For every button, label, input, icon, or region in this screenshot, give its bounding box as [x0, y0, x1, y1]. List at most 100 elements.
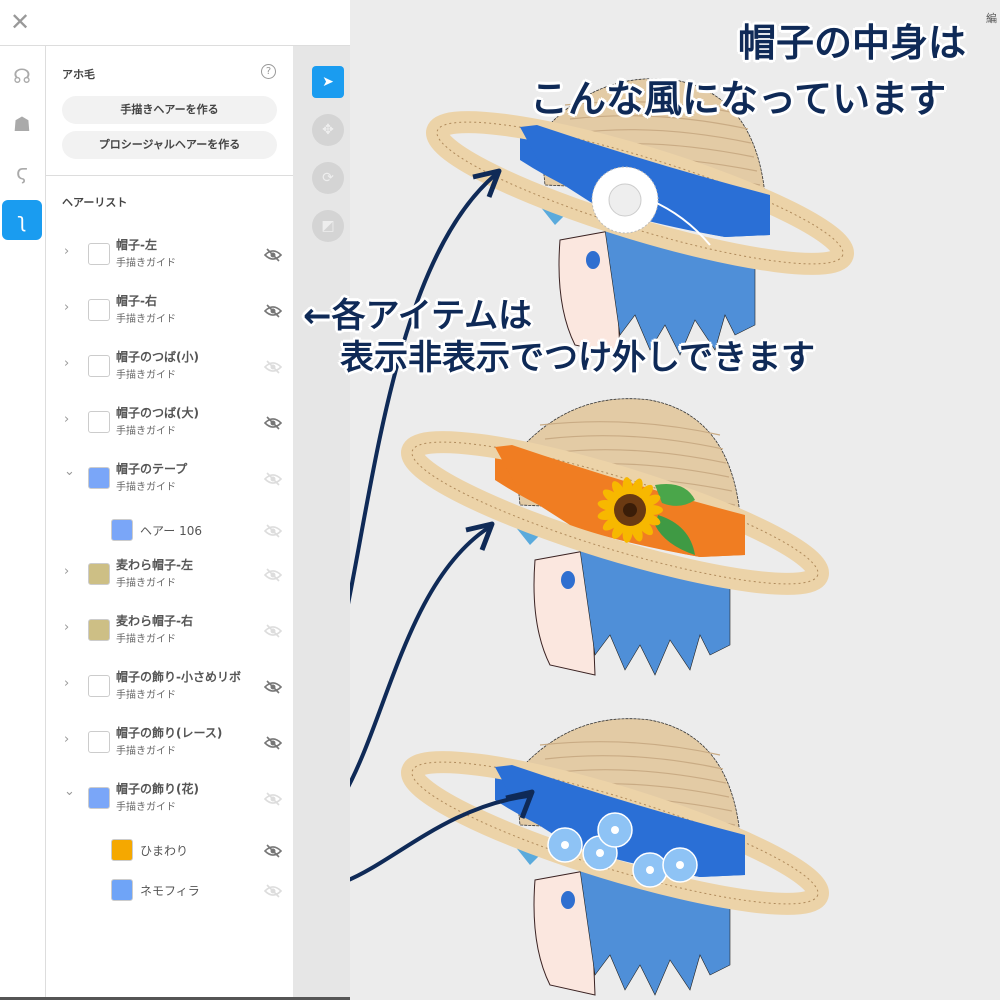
- hair-list-item[interactable]: ネモフィラ: [46, 870, 293, 910]
- rotate-icon[interactable]: ⟳: [312, 162, 344, 194]
- item-name: 麦わら帽子-左: [116, 558, 193, 572]
- visibility-toggle-icon[interactable]: [263, 523, 283, 538]
- color-swatch[interactable]: [111, 519, 133, 541]
- color-swatch[interactable]: [88, 619, 110, 641]
- hair-list-item[interactable]: ›帽子の飾り-小さめリボ手描きガイド: [46, 662, 293, 718]
- color-swatch[interactable]: [88, 411, 110, 433]
- hair-list-item[interactable]: ›帽子のつば(大)手描きガイド: [46, 398, 293, 454]
- item-name: 帽子の飾り(レース): [116, 726, 223, 740]
- chevron-down-icon[interactable]: ⌄: [64, 784, 75, 799]
- create-handdrawn-hair-button[interactable]: 手描きヘアーを作る: [62, 96, 277, 124]
- chevron-down-icon[interactable]: ⌄: [64, 464, 75, 479]
- ahoge-icon[interactable]: ʅ: [2, 200, 42, 240]
- chevron-right-icon[interactable]: ›: [64, 244, 70, 259]
- hair-list-item[interactable]: ヘアー 106: [46, 510, 293, 550]
- visibility-toggle-icon[interactable]: [263, 843, 283, 858]
- hair-list-item[interactable]: ひまわり: [46, 830, 293, 870]
- hair-list-item[interactable]: ⌄ 帽子の飾り(花) 手描きガイド: [46, 774, 293, 830]
- section-title: アホ毛: [62, 68, 95, 81]
- hair-list-item[interactable]: › 帽子-左手描きガイド: [46, 230, 293, 286]
- visibility-toggle-icon[interactable]: [263, 735, 283, 750]
- hair-list-item[interactable]: › 帽子のつば(小) 手描きガイド: [46, 342, 293, 398]
- annotation-line2: こんな風になっています: [530, 77, 947, 121]
- item-name: 帽子-右: [116, 294, 157, 308]
- item-name: ネモフィラ: [140, 884, 200, 898]
- item-subtitle: 手描きガイド: [116, 482, 176, 493]
- divider: [46, 175, 293, 176]
- color-swatch[interactable]: [88, 355, 110, 377]
- corner-text: 編: [986, 12, 997, 25]
- chevron-right-icon[interactable]: ›: [64, 732, 70, 747]
- arrow-head: [472, 168, 502, 198]
- visibility-toggle-icon[interactable]: [263, 623, 283, 638]
- help-icon[interactable]: ?: [261, 64, 276, 79]
- item-subtitle: 手描きガイド: [116, 634, 176, 645]
- item-subtitle: 手描きガイド: [116, 314, 176, 325]
- side-hair-icon[interactable]: ϛ: [16, 160, 28, 184]
- color-swatch[interactable]: [88, 731, 110, 753]
- hair-list-item[interactable]: ⌄ 帽子のテープ手描きガイド: [46, 454, 293, 510]
- item-name: ひまわり: [140, 844, 189, 858]
- item-subtitle: 手描きガイド: [116, 258, 176, 269]
- bottom-border: [0, 997, 350, 1000]
- create-procedural-hair-button[interactable]: プロシージャルヘアーを作る: [62, 131, 277, 159]
- item-subtitle: 手描きガイド: [116, 802, 176, 813]
- color-swatch[interactable]: [88, 563, 110, 585]
- hair-panel: アホ毛 ? 手描きヘアーを作る プロシージャルヘアーを作る ヘアーリスト › 帽子…: [46, 46, 293, 1000]
- item-name: 帽子のつば(大): [116, 406, 199, 420]
- chevron-right-icon[interactable]: ›: [64, 412, 70, 427]
- item-name: ヘアー 106: [140, 524, 202, 538]
- item-subtitle: 手描きガイド: [116, 370, 176, 381]
- chevron-right-icon[interactable]: ›: [64, 564, 70, 579]
- hair-list-item[interactable]: › 麦わら帽子-左手描きガイド: [46, 550, 293, 606]
- chevron-right-icon[interactable]: ›: [64, 300, 70, 315]
- visibility-toggle-icon[interactable]: [263, 679, 283, 694]
- visibility-toggle-icon[interactable]: [263, 247, 283, 262]
- item-subtitle: 手描きガイド: [116, 578, 176, 589]
- color-swatch[interactable]: [88, 467, 110, 489]
- item-name: 帽子-左: [116, 238, 157, 252]
- color-swatch[interactable]: [111, 879, 133, 901]
- color-swatch[interactable]: [88, 675, 110, 697]
- visibility-toggle-icon[interactable]: [263, 471, 283, 486]
- hat-preview-sunflower: [400, 398, 830, 676]
- top-bar: ✕: [0, 0, 350, 46]
- color-swatch[interactable]: [88, 787, 110, 809]
- chevron-right-icon[interactable]: ›: [64, 676, 70, 691]
- color-swatch[interactable]: [111, 839, 133, 861]
- annotation-line1: 帽子の中身は: [738, 21, 967, 65]
- category-rail: ☊ ☗ ϛ ʅ: [0, 46, 46, 1000]
- chevron-right-icon[interactable]: ›: [64, 356, 70, 371]
- item-name: 帽子のテープ: [116, 462, 188, 476]
- hat-preview-lace: [425, 78, 855, 356]
- hair-list-item[interactable]: › 帽子-右手描きガイド: [46, 286, 293, 342]
- visibility-toggle-icon[interactable]: [263, 567, 283, 582]
- color-swatch[interactable]: [88, 299, 110, 321]
- scale-icon[interactable]: ◩: [312, 210, 344, 242]
- hair-list-item[interactable]: › 帽子の飾り(レース) 手描きガイド: [46, 718, 293, 774]
- item-name: 帽子の飾り-小さめリボ: [116, 670, 241, 684]
- item-subtitle: 手描きガイド: [116, 746, 176, 757]
- move-icon[interactable]: ✥: [312, 114, 344, 146]
- back-hair-icon[interactable]: ☗: [13, 112, 31, 136]
- hat-preview-nemophila: [400, 718, 830, 996]
- visibility-toggle-icon[interactable]: [263, 415, 283, 430]
- chevron-right-icon[interactable]: ›: [64, 620, 70, 635]
- visibility-toggle-icon[interactable]: [263, 791, 283, 806]
- head-icon[interactable]: ☊: [13, 64, 31, 88]
- annotation-line3: ←各アイテムは: [303, 296, 533, 336]
- select-arrow-icon[interactable]: ➤: [312, 66, 344, 98]
- annotation-line4: 表示非表示でつけ外しできます: [340, 338, 815, 378]
- hair-list-title: ヘアーリスト: [62, 196, 128, 209]
- visibility-toggle-icon[interactable]: [263, 883, 283, 898]
- visibility-toggle-icon[interactable]: [263, 359, 283, 374]
- item-name: 帽子の飾り(花): [116, 782, 199, 796]
- tool-strip: ➤ ✥ ⟳ ◩: [293, 46, 350, 1000]
- color-swatch[interactable]: [88, 243, 110, 265]
- arrow-head: [465, 521, 495, 551]
- arrow-head: [505, 789, 535, 819]
- hair-list-item[interactable]: ›麦わら帽子-右手描きガイド: [46, 606, 293, 662]
- visibility-toggle-icon[interactable]: [263, 303, 283, 318]
- close-icon[interactable]: ✕: [10, 8, 31, 36]
- item-name: 帽子のつば(小): [116, 350, 199, 364]
